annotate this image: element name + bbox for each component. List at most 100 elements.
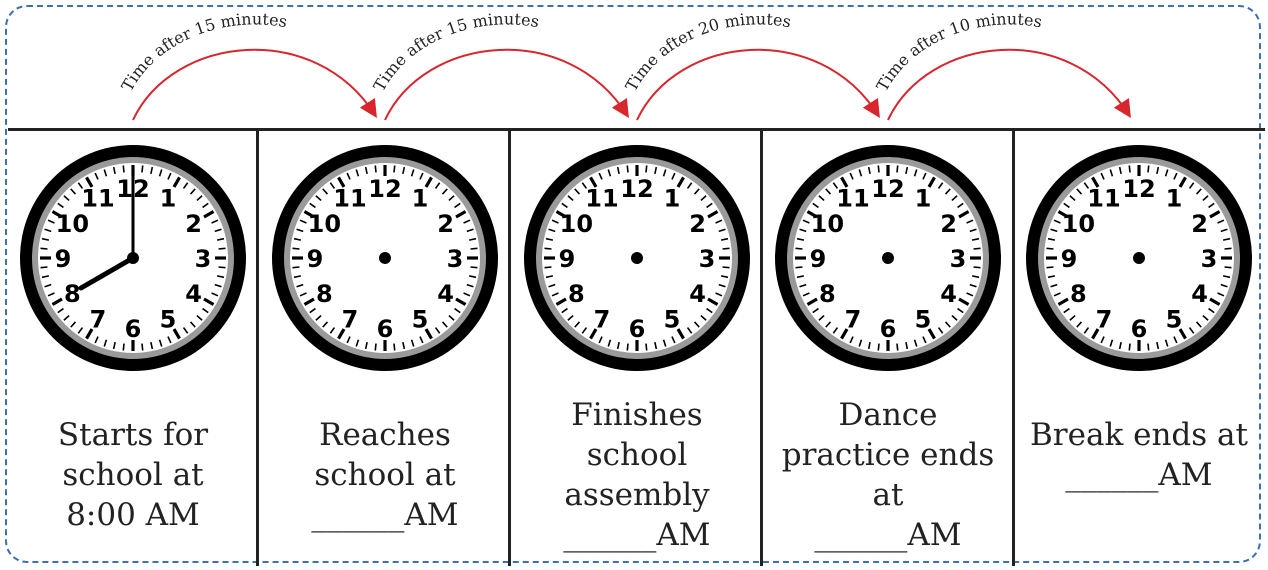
clock-number: 6 [880, 315, 897, 343]
clock-tick [57, 307, 64, 314]
clock-tick [150, 166, 154, 175]
column-divider [508, 130, 511, 566]
clock-number: 6 [125, 315, 142, 343]
column-divider [256, 130, 259, 566]
clock-tick [937, 327, 944, 334]
clock-tick [172, 176, 181, 188]
clock-tick [1128, 165, 1131, 173]
clock-number: 5 [412, 306, 429, 334]
clock-tick [877, 165, 880, 173]
clock-tick [182, 327, 189, 334]
clock-tick [112, 166, 116, 175]
clock-tick [158, 169, 163, 177]
clock-tick [832, 182, 839, 189]
clock-tick [544, 247, 552, 250]
clock-number: 11 [836, 184, 869, 212]
clock-tick [1091, 176, 1100, 188]
clock-tick [654, 341, 658, 350]
clock-tick [51, 297, 63, 306]
clock-number: 8 [64, 280, 81, 308]
clock-tick [216, 275, 225, 279]
clock-tick [63, 195, 70, 202]
clock-tick [958, 297, 970, 306]
clock-tick [616, 166, 620, 175]
clock-tick [1109, 169, 1114, 177]
clock-tick [700, 195, 707, 202]
clock-number: 4 [1191, 280, 1208, 308]
clock-tick [858, 339, 863, 347]
clock-number: 2 [940, 210, 957, 238]
clock-tick [172, 328, 181, 340]
clock-number: 4 [437, 280, 454, 308]
clock-tick [364, 166, 368, 175]
clock-tick [922, 336, 927, 344]
clock-tick [346, 172, 351, 180]
clock-tick [718, 228, 726, 233]
clock-tick [1083, 182, 1090, 189]
clock-tick [1173, 172, 1178, 180]
clock-tick [63, 314, 70, 321]
clock-tick [1195, 321, 1202, 328]
clock-tick [645, 343, 648, 351]
clock-tick [424, 176, 433, 188]
clock-tick [607, 339, 612, 347]
clock-tick [840, 328, 849, 340]
clock-tick [973, 266, 981, 269]
clock-tick [937, 182, 944, 189]
arrow-label: Time after 15 minutes [118, 9, 289, 94]
clock-tick [441, 321, 448, 328]
clock-tick [686, 327, 693, 334]
clock-tick [1195, 188, 1202, 195]
clock-tick [574, 321, 581, 328]
panel-caption: Break ends at ______AM [1030, 417, 1248, 493]
clock-tick [795, 247, 803, 250]
clock-number: 10 [811, 210, 844, 238]
clock-tick [1202, 314, 1209, 321]
clock-tick [966, 292, 974, 297]
clock-tick [707, 210, 719, 219]
clock-tick [802, 292, 810, 297]
clock-tick [555, 210, 567, 219]
clock-tick [355, 339, 360, 347]
clock-tick [214, 228, 222, 233]
clock-tick [150, 341, 154, 350]
clock-tick [141, 165, 144, 173]
clock-tick [1118, 341, 1122, 350]
clock-tick [555, 297, 567, 306]
dashed-frame [5, 5, 1261, 563]
clock-tick [1050, 228, 1058, 233]
clock-number: 9 [55, 245, 72, 273]
clock-tick [662, 339, 667, 347]
clock-tick [1057, 297, 1069, 306]
panel-caption: Dance practice ends at ______AM [781, 397, 995, 553]
clock-tick [905, 166, 909, 175]
clock-tick [70, 188, 77, 195]
clock-tick [1100, 172, 1105, 180]
clock-tick [1063, 307, 1070, 314]
arrow-label: Time after 20 minutes [622, 9, 793, 94]
clock-tick [218, 266, 226, 269]
clock-tick [545, 275, 554, 279]
clock-tick [944, 321, 951, 328]
clock-tick [958, 210, 970, 219]
clock-number: 4 [185, 280, 202, 308]
clock-tick [466, 283, 474, 288]
clock-tick [202, 307, 209, 314]
clock-tick [216, 237, 225, 241]
clock-tick [818, 195, 825, 202]
panel-caption: Starts for school at 8:00 AM [57, 417, 209, 533]
clock-center-dot [882, 252, 894, 264]
clock-tick [671, 336, 676, 344]
clock-tick [292, 247, 300, 250]
clock-tick [720, 275, 729, 279]
clock-tick [1128, 343, 1131, 351]
clock-number: 3 [447, 245, 464, 273]
clock-number: 3 [699, 245, 716, 273]
clock-tick [455, 210, 467, 219]
clock-tick [825, 188, 832, 195]
clock-tick [818, 314, 825, 321]
